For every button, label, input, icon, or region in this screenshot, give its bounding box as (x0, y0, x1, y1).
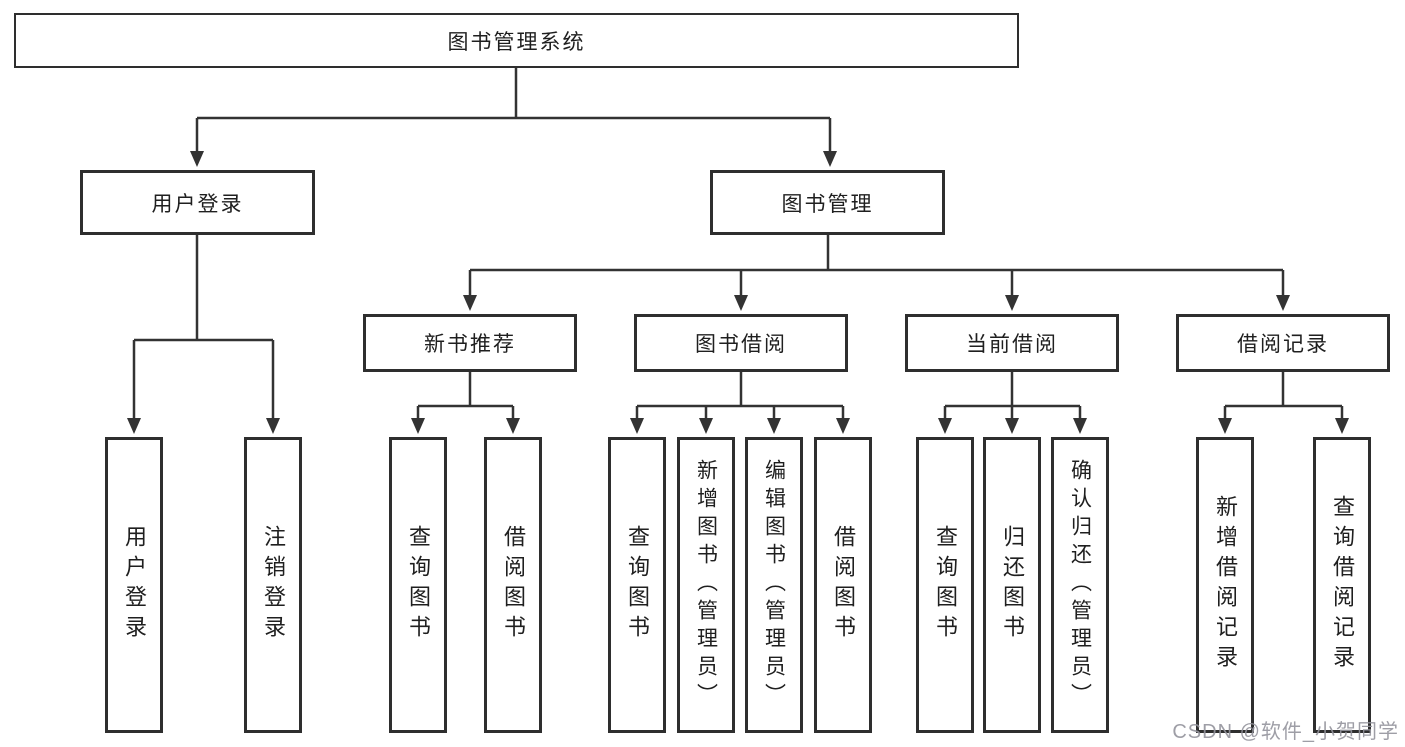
node-borrowing-records: 借阅记录 (1176, 314, 1390, 372)
leaf-logout: 注销登录 (244, 437, 302, 733)
leaf-user-login: 用户登录 (105, 437, 163, 733)
leaf-query-books-2-label: 查询图书 (625, 525, 650, 645)
leaf-edit-books-admin: 编辑图书（管理员） (745, 437, 803, 733)
leaf-confirm-return-admin: 确认归还（管理员） (1051, 437, 1109, 733)
leaf-logout-label: 注销登录 (261, 525, 286, 645)
node-book-management-group: 图书管理 (710, 170, 945, 235)
leaf-add-borrow-record-label: 新增借阅记录 (1213, 495, 1238, 675)
leaf-return-books-label: 归还图书 (1000, 525, 1025, 645)
leaf-user-login-label: 用户登录 (122, 525, 147, 645)
leaf-borrow-books-2: 借阅图书 (814, 437, 872, 733)
leaf-query-books-2: 查询图书 (608, 437, 666, 733)
leaf-borrow-books-2-label: 借阅图书 (831, 525, 856, 645)
node-user-login-group-label: 用户登录 (151, 192, 244, 216)
node-new-book-recommendation: 新书推荐 (363, 314, 577, 372)
leaf-borrow-books: 借阅图书 (484, 437, 542, 733)
leaf-add-books-admin-label: 新增图书（管理员） (694, 459, 718, 711)
leaf-add-books-admin: 新增图书（管理员） (677, 437, 735, 733)
leaf-query-books-label: 查询图书 (406, 525, 431, 645)
leaf-edit-books-admin-label: 编辑图书（管理员） (762, 459, 786, 711)
csdn-watermark: CSDN @软件_小贺同学 (1172, 721, 1399, 743)
leaf-query-borrow-record-label: 查询借阅记录 (1330, 495, 1355, 675)
leaf-borrow-books-label: 借阅图书 (501, 525, 526, 645)
node-book-management-group-label: 图书管理 (781, 192, 874, 216)
node-user-login-group: 用户登录 (80, 170, 315, 235)
node-root: 图书管理系统 (14, 13, 1019, 68)
leaf-confirm-return-admin-label: 确认归还（管理员） (1068, 459, 1092, 711)
leaf-query-books: 查询图书 (389, 437, 447, 733)
leaf-query-borrow-record: 查询借阅记录 (1313, 437, 1371, 733)
node-current-borrowing-label: 当前借阅 (966, 333, 1058, 356)
node-borrowing-records-label: 借阅记录 (1237, 333, 1329, 356)
node-book-borrowing-label: 图书借阅 (695, 333, 787, 356)
leaf-add-borrow-record: 新增借阅记录 (1196, 437, 1254, 733)
node-root-label: 图书管理系统 (447, 30, 586, 54)
node-book-borrowing: 图书借阅 (634, 314, 848, 372)
leaf-return-books: 归还图书 (983, 437, 1041, 733)
leaf-query-books-3: 查询图书 (916, 437, 974, 733)
leaf-query-books-3-label: 查询图书 (933, 525, 958, 645)
node-new-book-recommendation-label: 新书推荐 (424, 333, 516, 356)
node-current-borrowing: 当前借阅 (905, 314, 1119, 372)
